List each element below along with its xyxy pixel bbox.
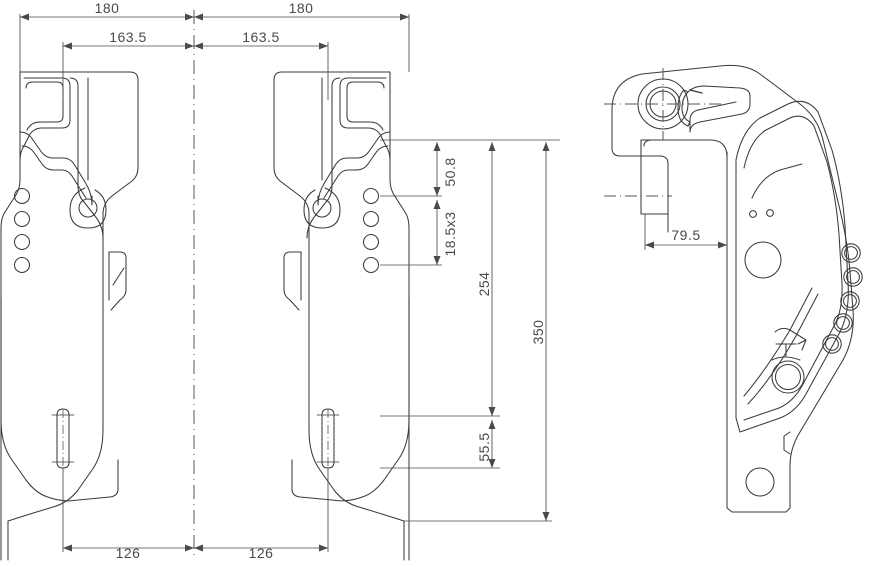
small-hole-1 bbox=[749, 210, 757, 218]
left-bolt-hole-2 bbox=[13, 210, 31, 228]
right-pivot-boss bbox=[303, 187, 341, 229]
dimension-text-layer: 180 180 163.5 163.5 126 126 50.8 18.5x3 … bbox=[95, 0, 701, 561]
left-bolt-hole-4 bbox=[13, 256, 31, 274]
hook-eye-lug bbox=[677, 89, 691, 127]
right-lower-right-edge bbox=[364, 299, 410, 497]
right-arm-inner bbox=[306, 77, 341, 239]
dim-label-254: 254 bbox=[476, 272, 492, 297]
dim-label-180-right: 180 bbox=[289, 0, 314, 16]
right-bolt-hole-1 bbox=[362, 187, 380, 205]
right-bolt-hole-3 bbox=[362, 233, 380, 251]
small-hole-2 bbox=[766, 209, 774, 217]
side-outer-profile bbox=[611, 64, 854, 513]
front-view-right-bracket bbox=[273, 71, 410, 561]
right-hook-pocket-outer bbox=[339, 77, 391, 161]
centerlines bbox=[62, 10, 722, 560]
side-hole-arc bbox=[822, 243, 863, 354]
left-bolt-hole-1 bbox=[13, 187, 31, 205]
left-hook-pocket-outer bbox=[19, 77, 71, 161]
side-shoulder-r bbox=[643, 139, 653, 147]
dim-label-126-left: 126 bbox=[116, 545, 141, 561]
right-bracket-outline-right bbox=[389, 71, 410, 561]
side-shoulder bbox=[640, 139, 728, 158]
dim-label-163-left: 163.5 bbox=[109, 29, 147, 45]
dim-label-163-right: 163.5 bbox=[242, 29, 280, 45]
right-hook-rib-2 bbox=[323, 145, 389, 199]
dim-label-126-right: 126 bbox=[249, 545, 274, 561]
side-web-rib-3 bbox=[747, 293, 819, 405]
front-view-left-bracket bbox=[0, 71, 139, 561]
dim-label-79-5: 79.5 bbox=[671, 227, 700, 243]
right-hook-rib-1 bbox=[317, 131, 391, 206]
side-bottom-hole bbox=[745, 467, 775, 497]
hook-arm-pocket bbox=[687, 85, 751, 133]
dim-label-55-5: 55.5 bbox=[476, 432, 492, 461]
dim-label-180-left: 180 bbox=[95, 0, 120, 16]
left-bolt-hole-3 bbox=[13, 233, 31, 251]
dim-label-350: 350 bbox=[530, 320, 546, 345]
left-hook-rib-2 bbox=[21, 145, 87, 199]
right-bracket-outline-left bbox=[273, 71, 405, 561]
part-marking-symbol bbox=[771, 327, 807, 394]
side-web-rib-1 bbox=[751, 163, 803, 199]
left-bracket-outline-right bbox=[7, 71, 139, 561]
side-web-outer bbox=[735, 100, 849, 433]
left-slot-ticks bbox=[51, 414, 75, 463]
dim-label-18-5: 18.5x3 bbox=[442, 211, 458, 256]
left-bottom-skirt bbox=[44, 459, 119, 502]
left-tab-chamfer bbox=[112, 267, 125, 286]
side-web-inner bbox=[743, 115, 843, 421]
side-large-boss-hole bbox=[744, 241, 782, 279]
left-pivot-hole bbox=[78, 198, 98, 218]
right-bolt-hole-4 bbox=[362, 256, 380, 274]
dimension-layer bbox=[19, 13, 728, 552]
right-hook-pocket-inner bbox=[346, 81, 385, 131]
left-side-tab bbox=[108, 251, 127, 311]
left-bracket-outline-left bbox=[0, 71, 21, 561]
right-bottom-skirt bbox=[291, 459, 366, 502]
left-hook-pocket-inner bbox=[25, 81, 64, 131]
right-side-tab bbox=[283, 251, 302, 311]
dim-label-50-8: 50.8 bbox=[442, 157, 458, 186]
left-pivot-boss bbox=[69, 187, 107, 229]
side-bottom-notch bbox=[783, 431, 791, 455]
left-lower-left-edge bbox=[0, 299, 46, 497]
side-boss-foot bbox=[640, 139, 669, 215]
hook-arrow-tick bbox=[689, 89, 703, 94]
side-left-boss bbox=[611, 109, 669, 233]
right-slot-ticks bbox=[316, 414, 340, 463]
right-bolt-hole-2 bbox=[362, 210, 380, 228]
left-arm-inner bbox=[69, 77, 104, 239]
left-hook-rib-1 bbox=[19, 131, 93, 206]
side-view-right bbox=[611, 64, 863, 513]
right-pivot-hole bbox=[312, 198, 332, 218]
